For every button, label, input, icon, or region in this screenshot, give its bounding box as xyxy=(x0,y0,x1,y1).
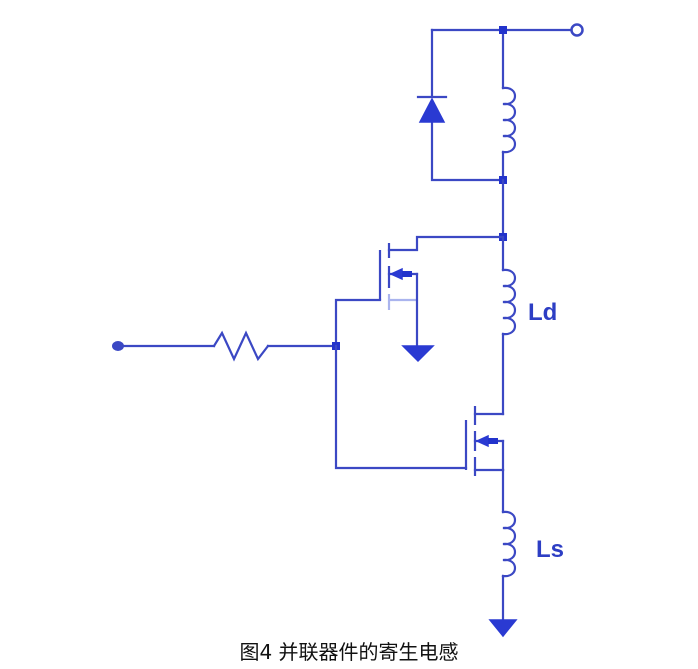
resistor-icon xyxy=(212,330,270,362)
mosfet-icon xyxy=(464,406,505,476)
diode-branch-wire xyxy=(430,28,505,182)
inductor-icon xyxy=(501,268,517,336)
lower-gate-wire xyxy=(334,344,468,470)
figure-caption: 图4 并联器件的寄生电感 xyxy=(239,640,458,664)
upper-gate-wire xyxy=(334,298,382,348)
output-terminal[interactable] xyxy=(570,23,584,37)
inductor-label-ls: Ls xyxy=(536,536,564,563)
input-terminal[interactable] xyxy=(112,341,124,351)
junction-node xyxy=(499,26,507,34)
inductor-label-ld: Ld xyxy=(528,299,557,326)
inductor-icon xyxy=(501,86,517,154)
input-section xyxy=(112,330,340,362)
diode-icon xyxy=(416,95,448,123)
top-parallel-section xyxy=(416,23,584,184)
inductor-icon xyxy=(501,510,517,578)
mosfet-icon xyxy=(378,235,505,348)
ground-icon xyxy=(488,619,518,638)
ground-icon xyxy=(401,345,435,363)
